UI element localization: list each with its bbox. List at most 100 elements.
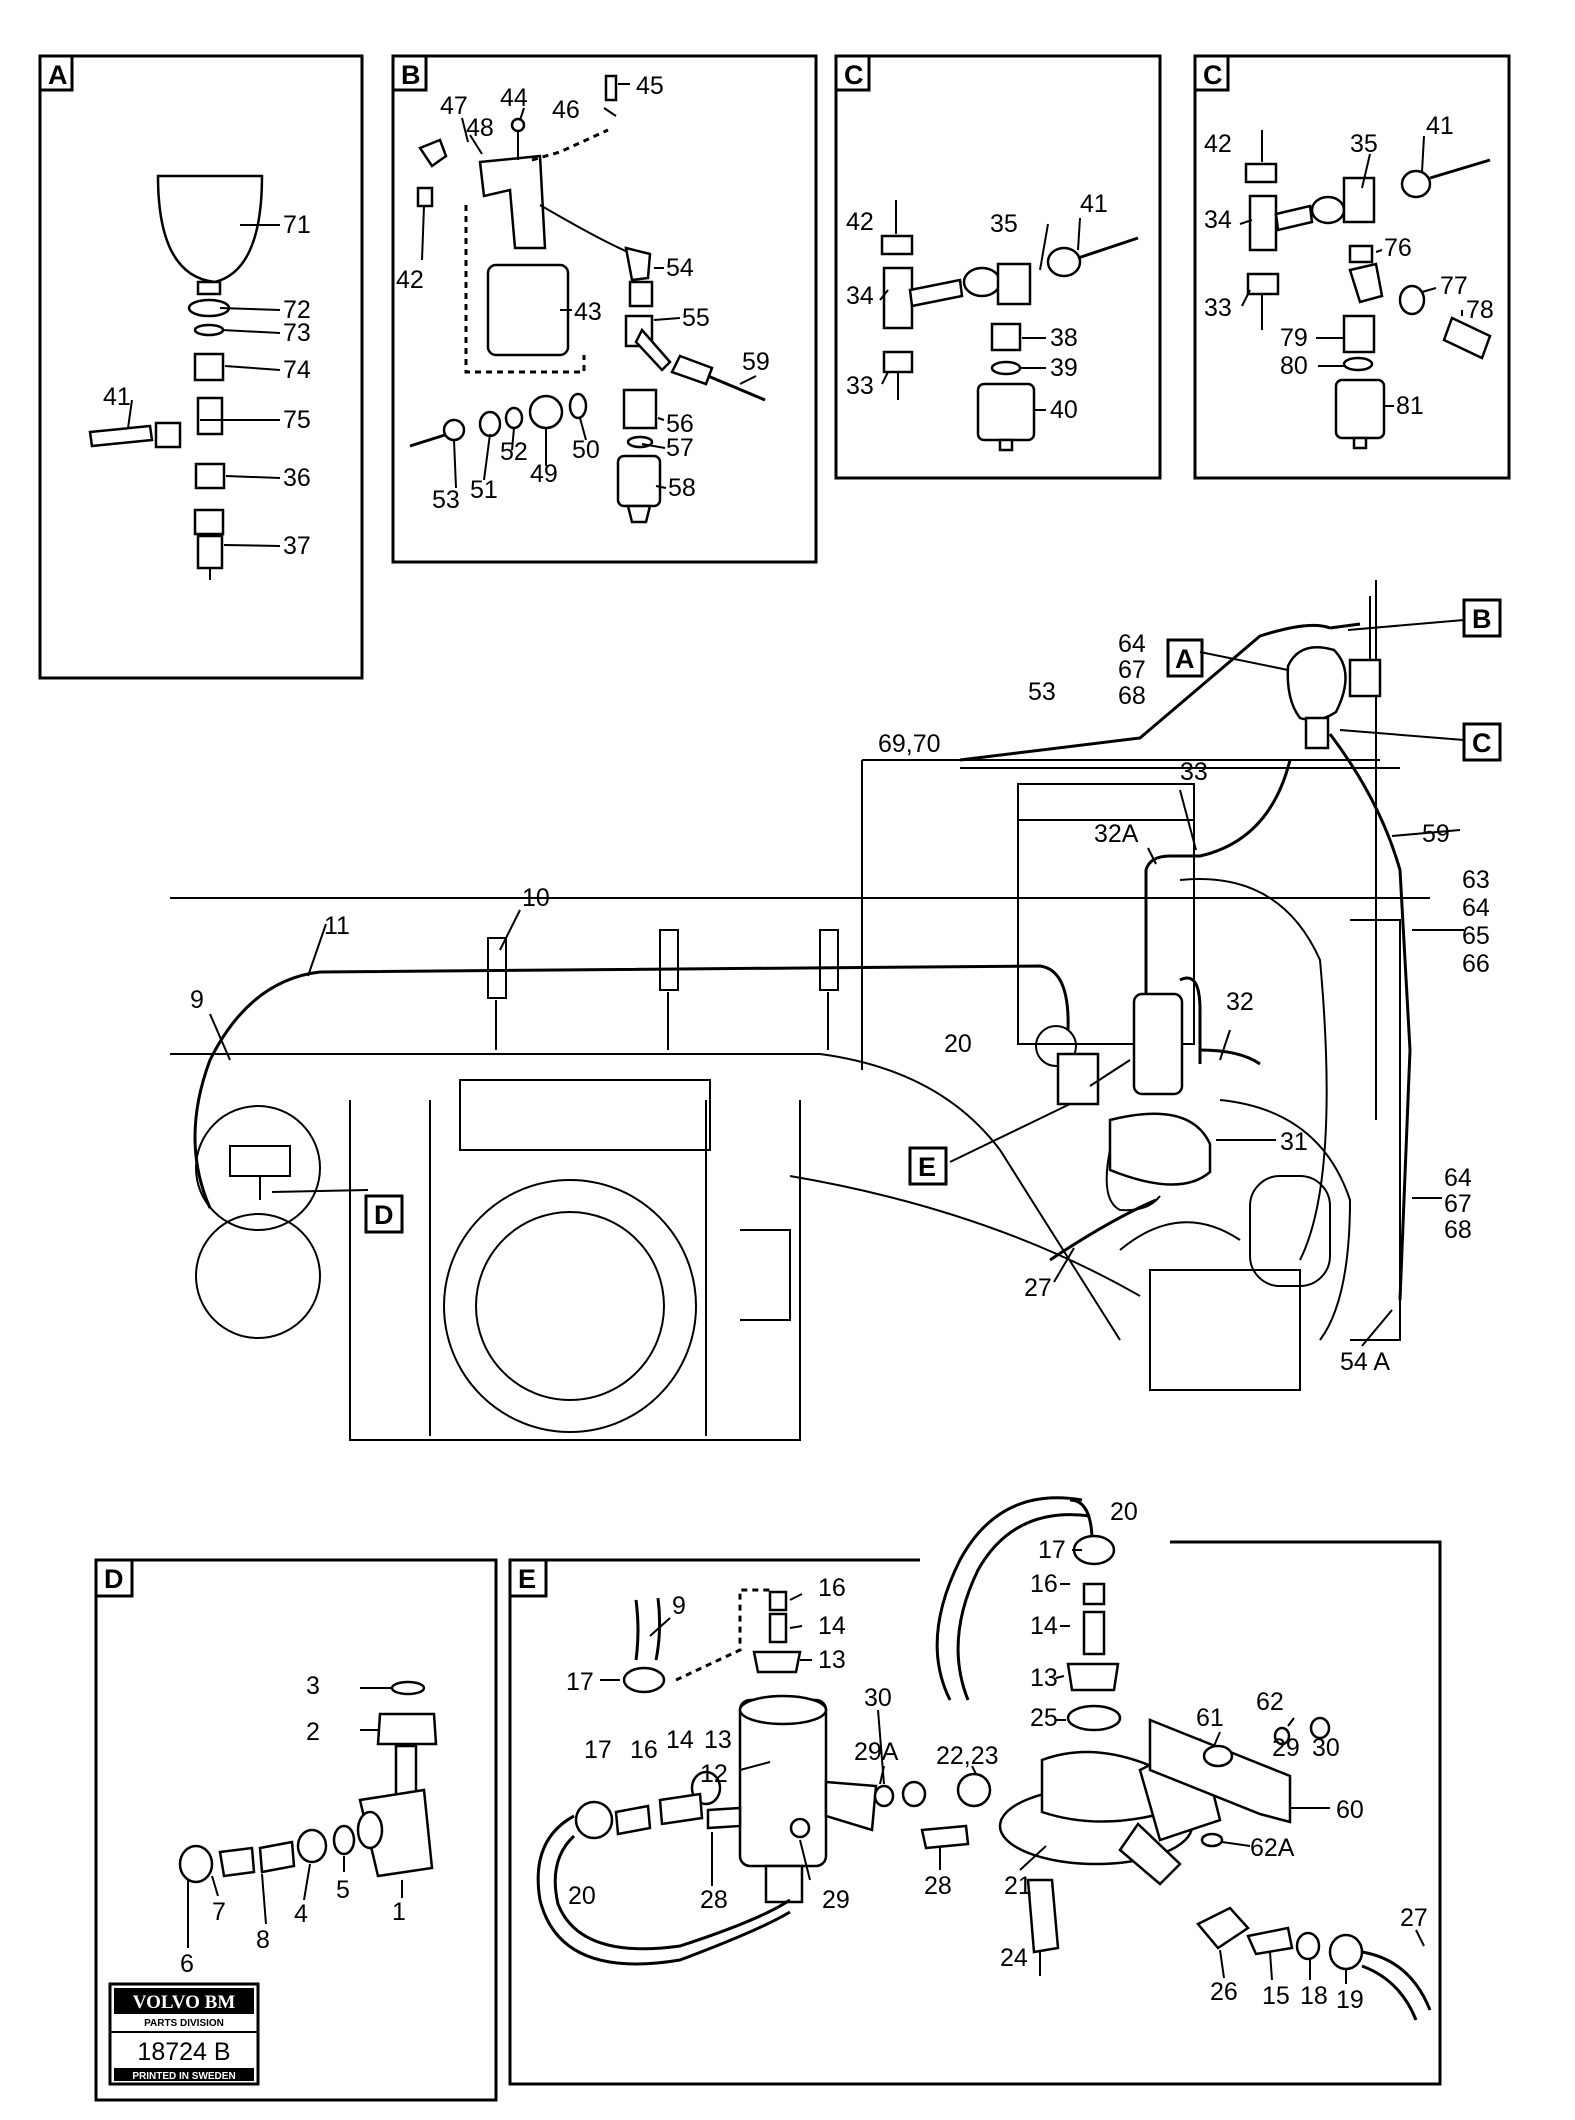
pipe-59 xyxy=(1328,733,1412,1301)
panel-b-tag: B xyxy=(401,60,421,90)
label-c1-39: 39 xyxy=(1050,354,1078,382)
callout-e-box xyxy=(908,1146,948,1186)
pipe-27 xyxy=(1049,1198,1157,1262)
label-b-55: 55 xyxy=(682,304,710,332)
panel-c-right-frame xyxy=(1193,54,1511,480)
panel-c-left-tag: C xyxy=(844,60,864,90)
label-e-14b: 14 xyxy=(666,1726,694,1754)
label-b-52: 52 xyxy=(500,438,528,466)
main-label-67c: 67 xyxy=(1444,1190,1472,1218)
label-e-13a: 13 xyxy=(818,1646,846,1674)
label-e-17b: 17 xyxy=(584,1736,612,1764)
label-b-51: 51 xyxy=(470,476,498,504)
main-label-10: 10 xyxy=(522,884,550,912)
main-label-64b: 64 xyxy=(1462,894,1490,922)
label-c1-41: 41 xyxy=(1080,190,1108,218)
elbow-1 xyxy=(358,1788,434,1878)
callout-e: E xyxy=(918,1152,936,1182)
label-b-50: 50 xyxy=(572,436,600,464)
label-c2-81: 81 xyxy=(1396,392,1424,420)
label-e-61: 61 xyxy=(1196,1704,1224,1732)
label-e-25: 25 xyxy=(1030,1704,1058,1732)
callout-d-box xyxy=(364,1194,404,1234)
label-b-59: 59 xyxy=(742,348,770,376)
panel-c-right: C 42 35 xyxy=(1193,54,1511,480)
badge-frame xyxy=(108,1982,260,2086)
callout-b: B xyxy=(1472,604,1492,634)
main-label-69-70: 69,70 xyxy=(878,730,941,758)
label-e-19: 19 xyxy=(1336,1986,1364,2014)
label-b-42: 42 xyxy=(396,266,424,294)
label-a-72: 72 xyxy=(283,296,311,324)
main-assembly: A B C D E 64 67 68 53 69,70 33 32A 59 63… xyxy=(170,580,1502,1441)
label-e-27: 27 xyxy=(1400,1904,1428,1932)
label-e-62: 62 xyxy=(1256,1688,1284,1716)
label-b-44: 44 xyxy=(500,84,528,112)
main-label-65: 65 xyxy=(1462,922,1490,950)
main-label-59: 59 xyxy=(1422,820,1450,848)
label-a-36: 36 xyxy=(283,464,311,492)
label-d-6: 6 xyxy=(180,1950,194,1978)
main-label-67a: 67 xyxy=(1118,656,1146,684)
label-d-4: 4 xyxy=(294,1900,308,1928)
label-e-16b: 16 xyxy=(630,1736,658,1764)
label-c1-40: 40 xyxy=(1050,396,1078,424)
main-label-11: 11 xyxy=(324,912,350,940)
label-a-41: 41 xyxy=(103,383,131,411)
label-c2-33: 33 xyxy=(1204,294,1232,322)
label-c2-76: 76 xyxy=(1384,234,1412,262)
badge-printed: PRINTED IN SWEDEN xyxy=(132,2071,235,2082)
label-c2-80: 80 xyxy=(1280,352,1308,380)
label-c1-35: 35 xyxy=(990,210,1018,238)
label-e-13b: 13 xyxy=(704,1726,732,1754)
main-label-53: 53 xyxy=(1028,678,1056,706)
cylinder xyxy=(1132,992,1184,1096)
panel-c-left-frame xyxy=(834,54,1162,480)
label-c2-41: 41 xyxy=(1426,112,1454,140)
volvo-badge: VOLVO BM PARTS DIVISION 18724 B PRINTED … xyxy=(108,1982,260,2086)
label-d-2: 2 xyxy=(306,1718,320,1746)
main-label-68c: 68 xyxy=(1444,1216,1472,1244)
label-e-15: 15 xyxy=(1262,1982,1290,2010)
label-e-20a: 20 xyxy=(568,1882,596,1910)
label-b-47: 47 xyxy=(440,92,468,120)
callout-a: A xyxy=(1175,644,1195,674)
accumulator-71 xyxy=(156,174,264,284)
brake-chamber-31 xyxy=(1108,1112,1212,1186)
label-b-49: 49 xyxy=(530,460,558,488)
label-b-45: 45 xyxy=(636,72,664,100)
callout-a-box xyxy=(1166,638,1204,678)
label-e-17a: 17 xyxy=(566,1668,594,1696)
accumulator-main xyxy=(1286,646,1347,722)
label-d-3: 3 xyxy=(306,1672,320,1700)
badge-number: 18724 B xyxy=(137,2038,230,2066)
label-a-37: 37 xyxy=(283,532,311,560)
label-c1-42: 42 xyxy=(846,208,874,236)
callout-d: D xyxy=(374,1200,394,1230)
panel-e: E xyxy=(508,1496,1442,2086)
label-e-29a: 29A xyxy=(854,1738,899,1766)
main-label-63: 63 xyxy=(1462,866,1490,894)
label-b-57: 57 xyxy=(666,434,694,462)
label-e-60: 60 xyxy=(1336,1796,1364,1824)
main-label-9: 9 xyxy=(190,986,204,1014)
filter-43 xyxy=(486,263,570,357)
label-e-30a: 30 xyxy=(864,1684,892,1712)
label-d-1: 1 xyxy=(392,1898,406,1926)
label-b-56: 56 xyxy=(666,410,694,438)
panel-a-tag: A xyxy=(48,60,68,90)
label-e-16a: 16 xyxy=(818,1574,846,1602)
main-label-33: 33 xyxy=(1180,758,1208,786)
panel-b: B xyxy=(391,54,818,564)
valve-20 xyxy=(1035,1025,1077,1067)
label-c2-35: 35 xyxy=(1350,130,1378,158)
main-label-54a: 54 A xyxy=(1340,1348,1390,1376)
label-e-21: 21 xyxy=(1004,1872,1032,1900)
air-tank xyxy=(195,1105,321,1339)
label-e-26: 26 xyxy=(1210,1978,1238,2006)
label-e-18: 18 xyxy=(1300,1982,1328,2010)
label-c2-34: 34 xyxy=(1204,206,1232,234)
panel-e-frame xyxy=(508,1540,1442,2086)
label-c2-78: 78 xyxy=(1466,296,1494,324)
label-a-74: 74 xyxy=(283,356,311,384)
